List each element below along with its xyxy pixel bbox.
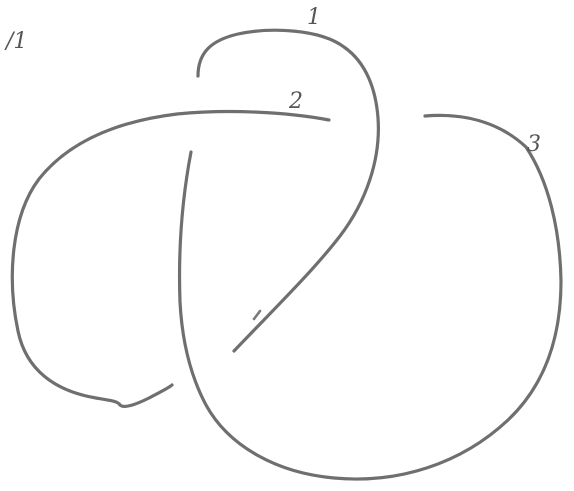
arc-1-label: 1 bbox=[307, 5, 321, 30]
arc-2-label: 2 bbox=[288, 89, 303, 114]
corner-mark-label: /1 bbox=[4, 29, 27, 54]
arc-3-label: 3 bbox=[527, 132, 541, 157]
